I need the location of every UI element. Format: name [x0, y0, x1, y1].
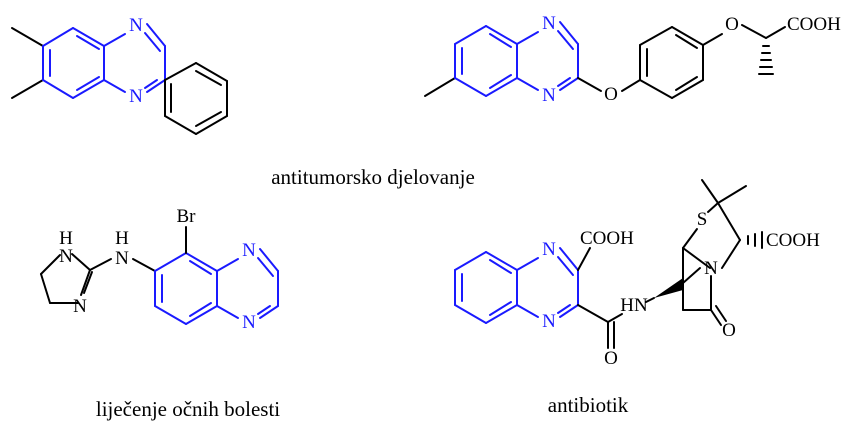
molecule-2-bonds — [424, 21, 786, 99]
m4-nitrogen-bottom: N — [542, 311, 556, 332]
molecule-1-bonds — [11, 23, 228, 135]
m1-nitrogen-bottom: N — [129, 86, 143, 107]
m1-nitrogen-top: N — [129, 15, 143, 36]
m2-carboxyl: COOH — [787, 14, 841, 35]
molecule-dimethyl-phenylquinoxaline: N N — [11, 15, 228, 135]
m4-carboxyl-ring: COOH — [580, 228, 634, 249]
m4-lactam-oxygen: O — [722, 320, 736, 341]
m3-nitrogen-amine: N — [115, 248, 129, 269]
m3-nitrogen-imine: N — [73, 296, 87, 317]
molecule-quinoxalinyloxy-phenoxypropanoic-acid: N N O O COOH — [424, 13, 841, 106]
molecule-3-bonds — [40, 226, 279, 325]
m2-oxygen-link: O — [604, 84, 618, 105]
m4-nitrogen-top: N — [542, 239, 556, 260]
m4-hashed-acid-bond — [747, 231, 763, 249]
m3-nitrogen-top: N — [242, 240, 256, 261]
m3-bromine: Br — [177, 206, 197, 227]
m4-wedge-bond — [654, 278, 683, 298]
m4-amide-oxygen: O — [604, 348, 618, 369]
molecule-imidazolinylamino-bromoquinoxaline: H N H N N Br N N — [40, 206, 279, 333]
caption-antitumor: antitumorsko djelovanje — [271, 165, 475, 189]
m4-sulfur: S — [697, 209, 708, 230]
m4-lactam-nitrogen: N — [704, 258, 718, 279]
caption-antibiotic: antibiotik — [548, 393, 629, 417]
m4-carboxyl-thiazolidine: COOH — [766, 230, 820, 251]
molecule-quinoxaline-penicillin: N N COOH HN O S N O COOH — [454, 179, 820, 369]
m2-nitrogen-bottom: N — [542, 85, 556, 106]
m3-nitrogen-bottom: N — [242, 312, 256, 333]
m3-hydrogen-amine: H — [115, 228, 129, 249]
m2-hashed-methyl-bond — [758, 45, 774, 75]
m2-nitrogen-top: N — [542, 13, 556, 34]
m3-hydrogen-ring: H — [59, 228, 73, 249]
m4-amide-nh: HN — [620, 295, 648, 316]
m2-oxygen-ether: O — [725, 14, 739, 35]
molecule-4-bonds — [454, 179, 747, 349]
caption-eye-disease: liječenje očnih bolesti — [96, 397, 280, 421]
m3-nitrogen-ring-nh: N — [59, 246, 73, 267]
